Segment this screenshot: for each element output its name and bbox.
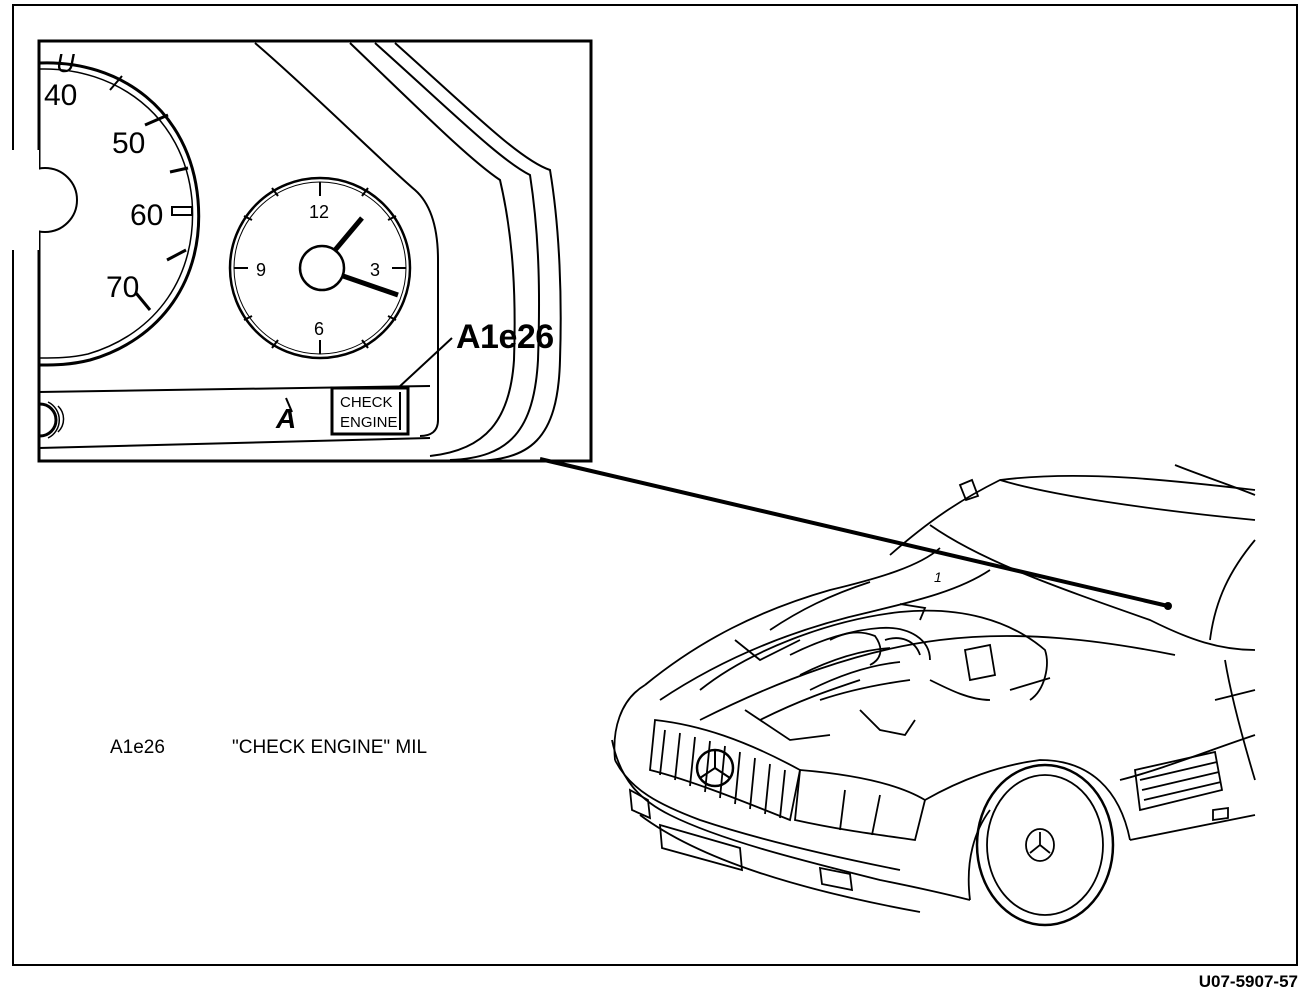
indicator-lamp [39, 402, 58, 438]
clock-hub [298, 244, 346, 292]
car-illustration [611, 464, 1256, 927]
check-engine-lamp: CHECK ENGINE [330, 386, 410, 436]
bezel-outline [394, 42, 562, 462]
speedo-number-70: 70 [106, 271, 139, 304]
inset-leader-line [539, 457, 1169, 608]
bezel-outline-inner [374, 42, 541, 461]
check-engine-lamp-line2: ENGINE [340, 414, 398, 431]
seatbelt-icon: A [275, 403, 296, 434]
speedo-number-40: 40 [44, 79, 77, 112]
bezel-outline-inner2 [349, 42, 516, 457]
clock-number-3: 3 [370, 260, 380, 280]
speedometer-rim [39, 61, 201, 367]
figure-id: U07-5907-57 [1198, 972, 1298, 991]
speedo-number-50: 50 [112, 127, 145, 160]
legend-description: "CHECK ENGINE" MIL [232, 737, 428, 758]
clock-number-12: 12 [309, 202, 329, 222]
clock-number-6: 6 [314, 319, 324, 339]
callout-leader [397, 337, 453, 389]
grille [649, 719, 802, 822]
cluster-inset: U 40 50 60 70 12 3 6 9 A [0, 39, 593, 463]
figure-frame [12, 4, 1298, 966]
clock-number-9: 9 [256, 260, 266, 280]
speedo-number-u: U [56, 48, 75, 78]
callout-a1e26: A1e26 [456, 318, 554, 356]
speedometer-rim-inner [39, 68, 194, 359]
front-wheel [975, 763, 1115, 927]
speedo-number-60: 60 [130, 199, 163, 232]
check-engine-lamp-line1: CHECK [340, 394, 393, 411]
legend-code: A1e26 [110, 737, 165, 758]
cluster-face-edge [254, 42, 439, 437]
car-marker: 1 [934, 569, 942, 585]
